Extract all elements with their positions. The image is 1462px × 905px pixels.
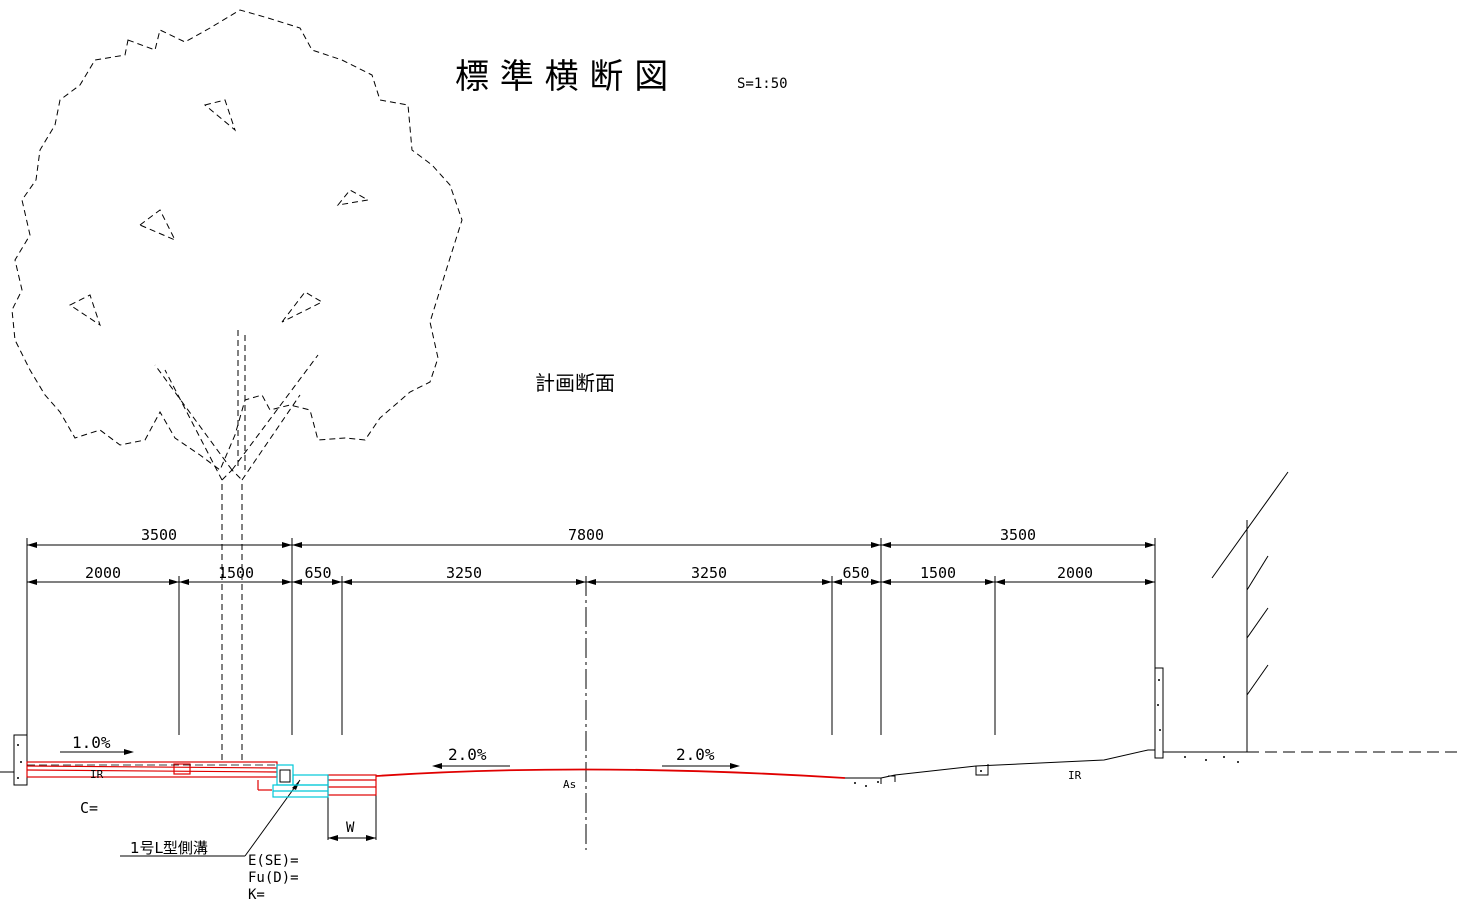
dimension-arrows (27, 542, 1155, 585)
section-label: 計画断面 (535, 371, 615, 395)
w-arrow-left (328, 835, 338, 841)
slope-carriageway-left: 2.0% (448, 745, 487, 764)
tree-icon (11, 9, 463, 760)
slope-indicators (60, 749, 740, 769)
dim-carriageway-total: 7800 (568, 526, 604, 544)
drawing-title: 標 準 横 断 図 (455, 57, 668, 97)
as-label: As (563, 778, 576, 791)
dim-sub-3: 650 (304, 564, 331, 582)
dim-right-total: 3500 (1000, 526, 1036, 544)
dim-sub-5: 3250 (691, 564, 727, 582)
dim-sub-7: 1500 (920, 564, 956, 582)
concrete-texture (17, 679, 1239, 787)
slope-carriageway-right: 2.0% (676, 745, 715, 764)
c-label: C= (80, 799, 98, 817)
dim-sub-2: 1500 (218, 564, 254, 582)
dim-sub-6: 650 (842, 564, 869, 582)
dim-sub-8: 2000 (1057, 564, 1093, 582)
road-profile (0, 471, 1462, 857)
l-gutter (272, 764, 329, 798)
ir-left-label: IR (90, 768, 104, 781)
scale-label: S=1:50 (737, 76, 788, 92)
w-arrow-right (366, 835, 376, 841)
k-label: K= (248, 887, 265, 903)
e-se-label: E(SE)= (248, 853, 299, 869)
dim-left-total: 3500 (141, 526, 177, 544)
dim-sub-4: 3250 (446, 564, 482, 582)
gutter-label: 1号L型側溝 (130, 839, 208, 857)
w-label: W (346, 820, 355, 836)
dim-sub-1: 2000 (85, 564, 121, 582)
gutter-block (279, 769, 291, 783)
slope-left-sidewalk: 1.0% (72, 733, 111, 752)
fu-d-label: Fu(D)= (248, 870, 299, 886)
dimension-lines (26, 538, 1156, 850)
ir-right-label: IR (1068, 769, 1082, 782)
